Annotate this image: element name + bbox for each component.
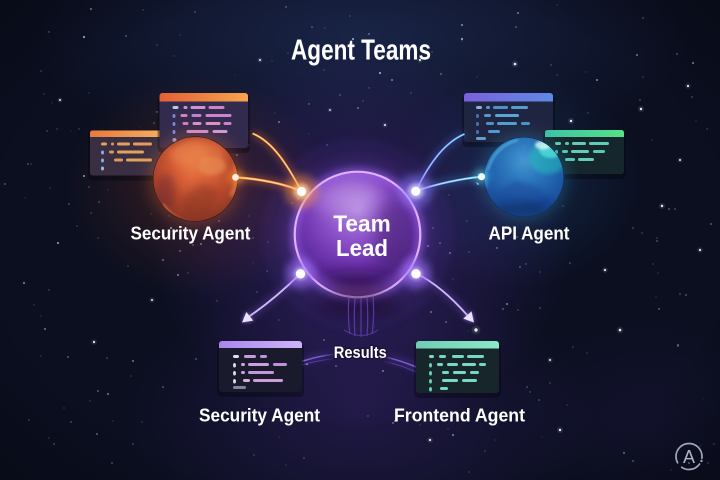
svg-text:Security Agent: Security Agent	[131, 224, 251, 244]
svg-text:Agent Teams: Agent Teams	[291, 35, 431, 67]
svg-text:A: A	[683, 447, 695, 467]
svg-text:Team: Team	[333, 211, 391, 237]
svg-text:Frontend Agent: Frontend Agent	[394, 406, 525, 426]
svg-text:Lead: Lead	[336, 235, 388, 261]
svg-text:Results: Results	[334, 343, 387, 362]
svg-text:Security Agent: Security Agent	[199, 406, 320, 426]
svg-text:API Agent: API Agent	[489, 224, 570, 244]
